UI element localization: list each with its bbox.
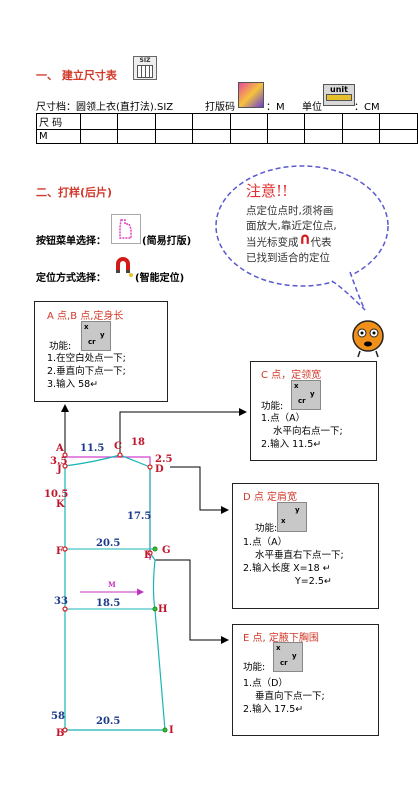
m-arrow-label: M xyxy=(108,580,116,589)
point-b-label: B xyxy=(56,728,65,739)
note-title: 注意!! xyxy=(246,182,289,200)
point-f-label: F xyxy=(56,546,64,557)
code-value: ：M xyxy=(266,102,285,113)
point-i-label: I xyxy=(169,725,174,736)
point-j-label: J xyxy=(57,464,62,475)
dim-18-5: 18.5 xyxy=(96,598,121,609)
size-table: 尺 码 M xyxy=(36,113,418,144)
unit-label: 单位 xyxy=(302,102,322,113)
menu-select-line: 按钮菜单选择： xyxy=(36,236,106,247)
size-file-line: 尺寸档：圆领上衣(直打法).SIZ xyxy=(36,102,174,113)
table-row: M xyxy=(36,129,418,144)
dim-3-5: 3.5 xyxy=(50,456,68,467)
unit-icon[interactable]: unit xyxy=(323,84,355,106)
note-text: 点定位点时,须将画 面放大,靠近定位点, 当光标变成代表 已找到适合的定位 xyxy=(246,205,337,264)
box-a-title: A 点,B 点,定身长 xyxy=(47,311,124,322)
section1-title: 一、 建立尺寸表 xyxy=(36,69,117,82)
easy-pattern-icon[interactable] xyxy=(111,214,141,244)
siz-table-icon[interactable]: SIZ xyxy=(133,56,157,80)
point-h-label: H xyxy=(158,604,168,615)
dim-58: 58 xyxy=(51,711,65,722)
cartoon-face-icon xyxy=(352,320,384,358)
table-row-label: M xyxy=(36,129,81,144)
dim-10-5: 10.5 xyxy=(44,489,69,500)
point-a-label: A xyxy=(56,443,64,454)
box-d-title: D 点 定肩宽 xyxy=(243,492,298,503)
dim-2-5: 2.5 xyxy=(155,454,173,465)
dim-20-5-hem: 20.5 xyxy=(96,716,121,727)
box-e-title: E 点, 定腋下胸围 xyxy=(243,633,319,644)
point-k-label: K xyxy=(56,499,65,510)
table-row: 尺 码 xyxy=(36,113,418,130)
code-label: 打版码 xyxy=(205,102,235,113)
pattern-code-icon[interactable] xyxy=(238,82,264,108)
magnet-cursor-icon xyxy=(299,234,311,251)
dim-18: 18 xyxy=(131,437,145,448)
point-g-label: G xyxy=(162,545,171,556)
dim-20-5-chest: 20.5 xyxy=(96,538,121,549)
box-c-title: C 点，定领宽 xyxy=(261,370,322,381)
dim-33: 33 xyxy=(54,596,68,607)
dim-11-5: 11.5 xyxy=(80,443,105,454)
menu-select-value: (简易打版) xyxy=(142,236,192,247)
note-bubble xyxy=(215,165,389,311)
point-d-label: D xyxy=(155,464,164,475)
point-e-label: E xyxy=(144,550,152,561)
unit-value: ：CM xyxy=(354,102,380,113)
box-a-func: 功能: xyxy=(49,341,72,352)
section2-title: 二、打样(后片) xyxy=(36,186,113,199)
point-c-label: C xyxy=(114,441,122,452)
magnet-icon[interactable] xyxy=(112,256,134,278)
dim-17-5: 17.5 xyxy=(127,511,152,522)
locate-label: 定位方式选择： xyxy=(36,273,106,284)
locate-value: (智能定位) xyxy=(135,273,185,284)
